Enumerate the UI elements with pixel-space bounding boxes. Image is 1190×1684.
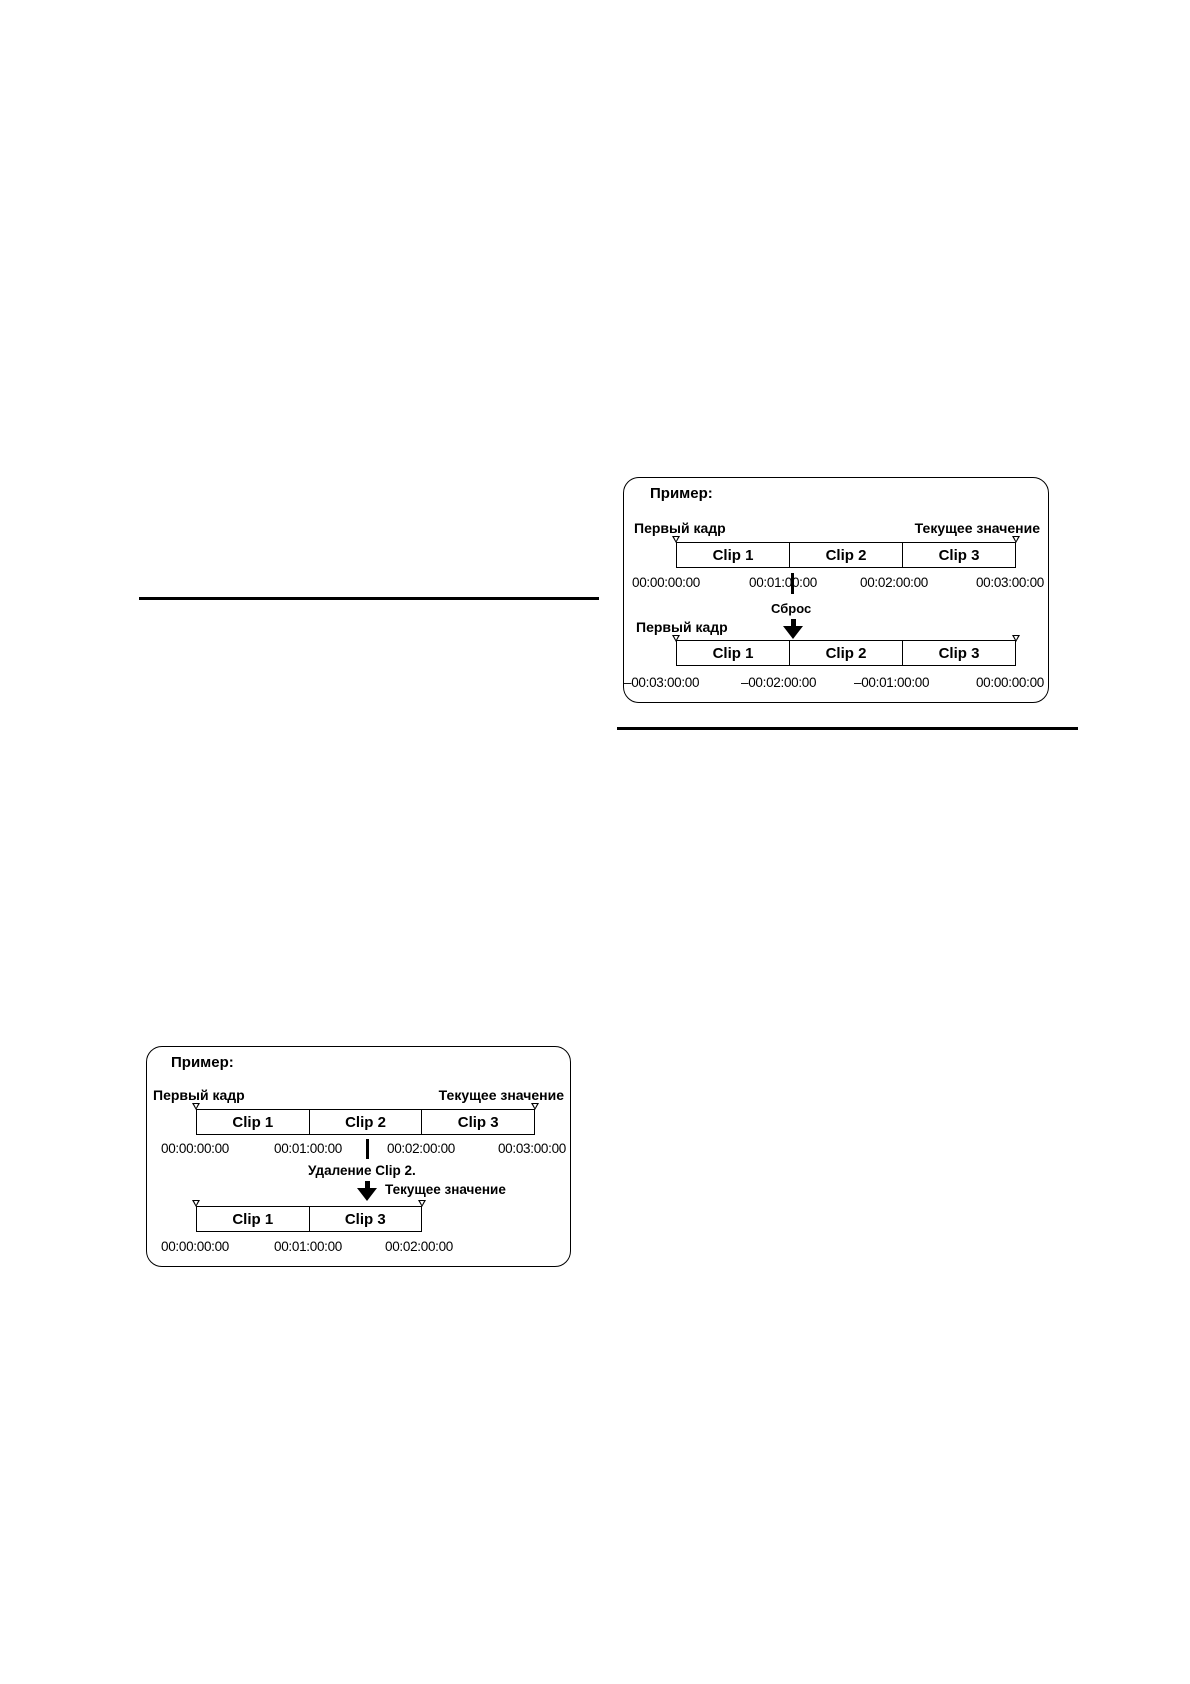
current-value-label: Текущее значение	[914, 520, 1040, 536]
timecode: 00:01:00:00	[274, 1239, 343, 1254]
current-value-marker-icon	[531, 1103, 539, 1110]
clip-2: Clip 2	[790, 543, 903, 567]
first-frame-marker-icon	[672, 536, 680, 543]
first-frame-label: Первый кадр	[634, 520, 726, 536]
down-arrow-icon	[783, 626, 803, 639]
timecode: 00:00:00:00	[161, 1141, 230, 1156]
reset-example-diagram: Пример: Первый кадр Текущее значение Cli…	[623, 477, 1049, 703]
clip-3: Clip 3	[344, 1210, 386, 1228]
current-value-label: Текущее значение	[385, 1182, 506, 1197]
down-arrow-stem	[791, 619, 796, 627]
example-title: Пример:	[171, 1054, 234, 1071]
current-value-marker-icon	[418, 1200, 426, 1207]
timecode: 00:01:00:00	[274, 1141, 343, 1156]
separator-bar	[366, 1139, 369, 1159]
timecode: 00:03:00:00	[975, 575, 1044, 590]
timecode: 00:03:00:00	[497, 1141, 566, 1156]
timecode: 00:02:00:00	[387, 1141, 456, 1156]
current-value-marker-icon	[1012, 536, 1020, 543]
clip-3: Clip 3	[938, 644, 980, 662]
timeline-before: Clip 1 Clip 2 Clip 3	[196, 1109, 535, 1135]
first-frame-marker-icon	[192, 1103, 200, 1110]
timeline-before: Clip 1 Clip 2 Clip 3	[676, 542, 1016, 568]
down-arrow-icon	[357, 1188, 377, 1201]
timecode: –00:03:00:00	[624, 675, 700, 690]
timecode: –00:01:00:00	[854, 675, 930, 690]
separator-bar	[791, 573, 794, 594]
delete-clip-example-diagram: Пример: Первый кадр Текущее значение Cli…	[146, 1046, 571, 1267]
first-frame-marker-icon	[672, 635, 680, 642]
first-frame-label: Первый кадр	[153, 1087, 245, 1103]
clip-1: Clip 1	[677, 543, 790, 567]
action-label: Сброс	[771, 601, 812, 616]
action-label: Удаление Clip 2.	[308, 1163, 416, 1178]
timecode: –00:02:00:00	[741, 675, 817, 690]
clip-1: Clip 1	[197, 1207, 310, 1231]
timecode: 00:01:00:00	[749, 575, 818, 590]
clip-1: Clip 1	[197, 1110, 310, 1134]
section-divider-left	[139, 597, 599, 600]
current-value-label: Текущее значение	[438, 1087, 564, 1103]
clip-2: Clip 2	[310, 1110, 423, 1134]
clip-1: Clip 1	[677, 641, 790, 665]
timecode: 00:00:00:00	[632, 575, 701, 590]
clip-3: Clip 3	[457, 1113, 499, 1131]
timecode: 00:00:00:00	[975, 675, 1044, 690]
clip-2: Clip 2	[790, 641, 903, 665]
current-value-marker-icon	[1012, 635, 1020, 642]
example-title: Пример:	[650, 485, 713, 502]
clip-3: Clip 3	[938, 546, 980, 564]
first-frame-label: Первый кадр	[636, 619, 728, 635]
timecode: 00:02:00:00	[860, 575, 929, 590]
timecode: 00:00:00:00	[161, 1239, 230, 1254]
first-frame-marker-icon	[192, 1200, 200, 1207]
section-divider-right	[617, 727, 1078, 730]
down-arrow-stem	[365, 1181, 370, 1189]
timeline-after: Clip 1 Clip 3	[196, 1206, 422, 1232]
timecode: 00:02:00:00	[385, 1239, 454, 1254]
timeline-after: Clip 1 Clip 2 Clip 3	[676, 640, 1016, 666]
